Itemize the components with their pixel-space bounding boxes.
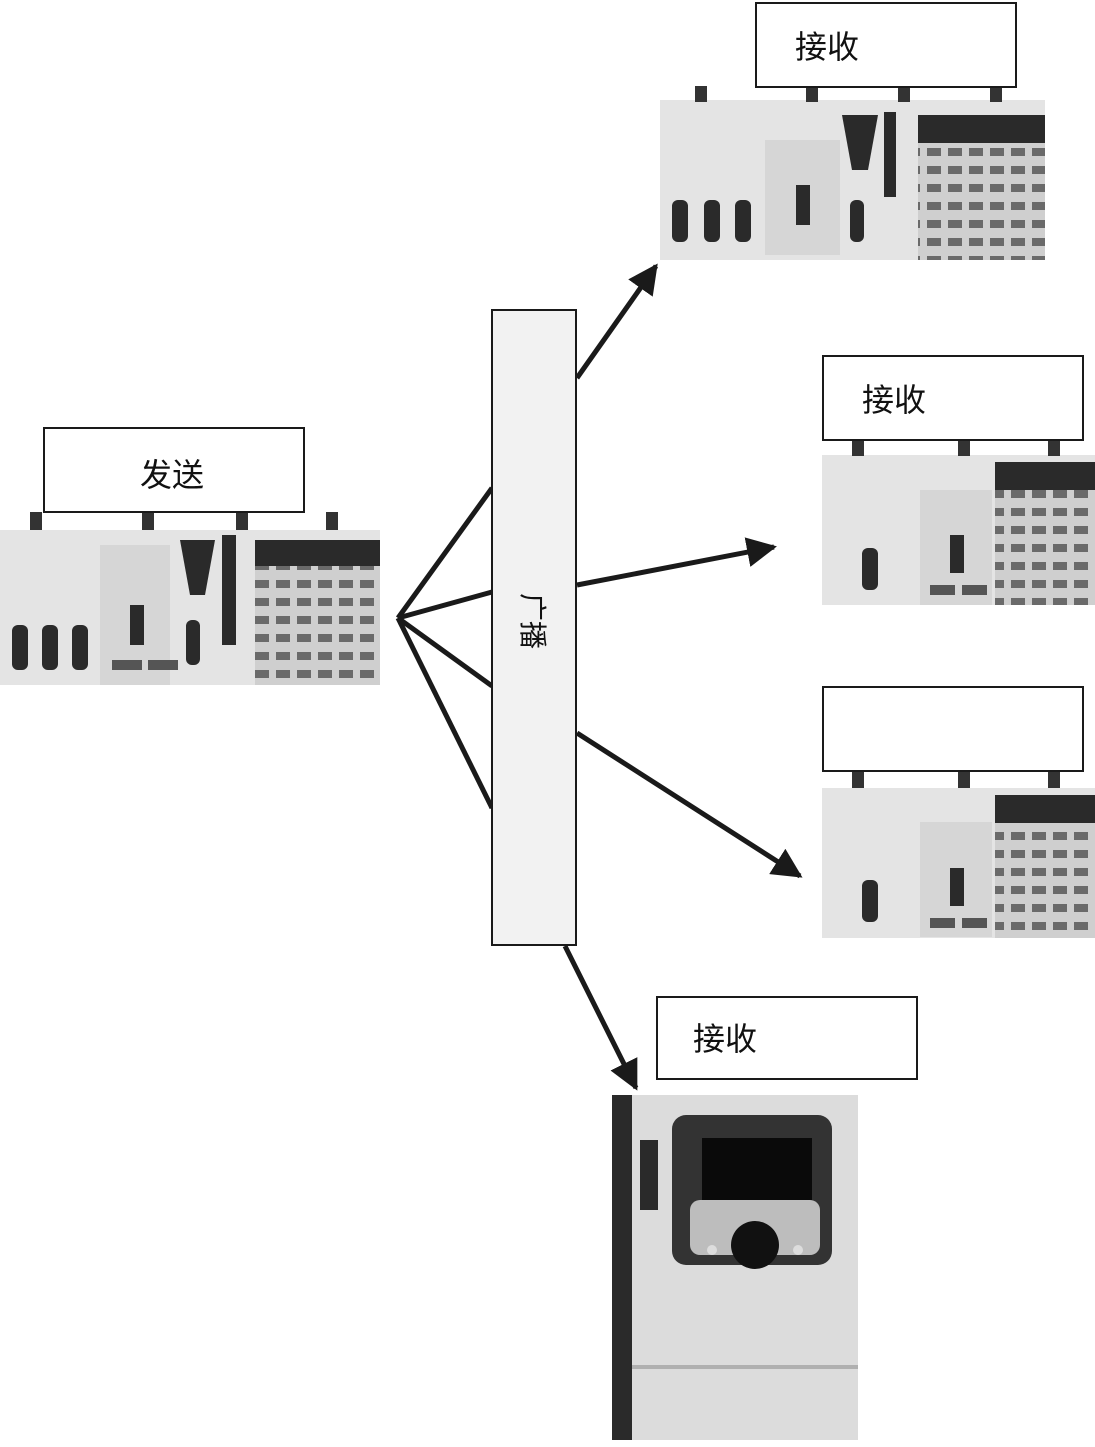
receiver-4-label: 接收	[693, 1020, 758, 1058]
receiver-2-label-box	[822, 355, 1084, 441]
arrow-to-receiver-1	[574, 263, 659, 380]
arrow-to-receiver-2	[576, 537, 777, 588]
receiver-4-drive-image	[612, 1095, 858, 1440]
receiver-4-label-box	[656, 996, 918, 1080]
receiver-arrows	[562, 263, 803, 1091]
receiver-1-label: 接收	[795, 28, 860, 66]
broadcast-label: 广播	[516, 592, 549, 650]
receiver-2-label: 接收	[862, 381, 927, 419]
sender-label: 发送	[140, 456, 205, 494]
receiver-3-plc-image	[822, 772, 1095, 938]
receiver-3-label-box	[822, 686, 1084, 772]
receiver-1-plc-image	[660, 86, 1045, 260]
arrow-to-receiver-4	[562, 944, 639, 1091]
sender-label-box	[43, 427, 305, 513]
receiver-1-label-box	[755, 2, 1017, 88]
arrow-to-receiver-3	[575, 730, 803, 879]
sender-plc-image	[0, 512, 380, 685]
broadcast-bus: 广播	[491, 309, 577, 946]
sender-links	[395, 486, 495, 810]
receiver-2-plc-image	[822, 440, 1095, 605]
